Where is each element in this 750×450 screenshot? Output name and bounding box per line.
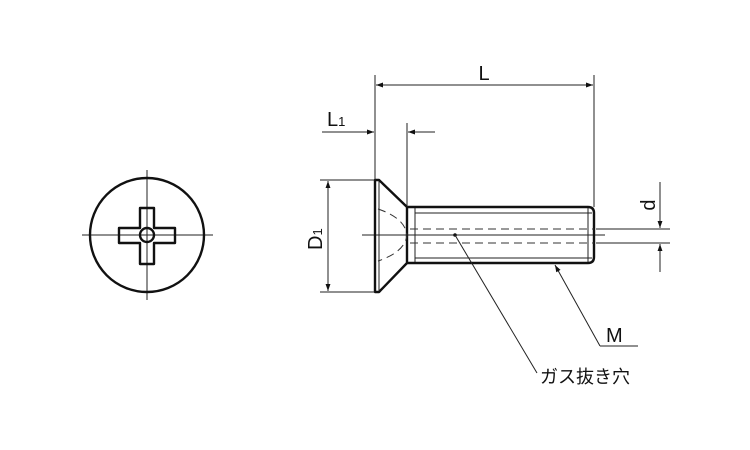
phillips-recess-icon [117,206,177,266]
label-L1: L1 [327,109,345,131]
recess-hidden-line [377,208,408,262]
vent-hole-end [138,226,156,244]
dimension-L: L [374,63,595,207]
countersunk-head [373,178,409,294]
label-L: L [478,63,489,85]
side-view [362,178,605,294]
top-view [82,170,213,300]
leader-M: M [554,264,638,347]
label-D1: D1 [305,228,327,250]
dimension-L1: L1 [322,109,435,207]
dimension-d: d [596,182,670,272]
threaded-shank [407,205,596,265]
dimension-D1: D1 [305,179,375,293]
label-vent-hole: ガス抜き穴 [540,367,630,387]
leader-vent-hole: ガス抜き穴 [454,234,630,387]
label-d: d [638,199,660,210]
label-M: M [606,325,623,347]
head-outline [88,176,206,294]
